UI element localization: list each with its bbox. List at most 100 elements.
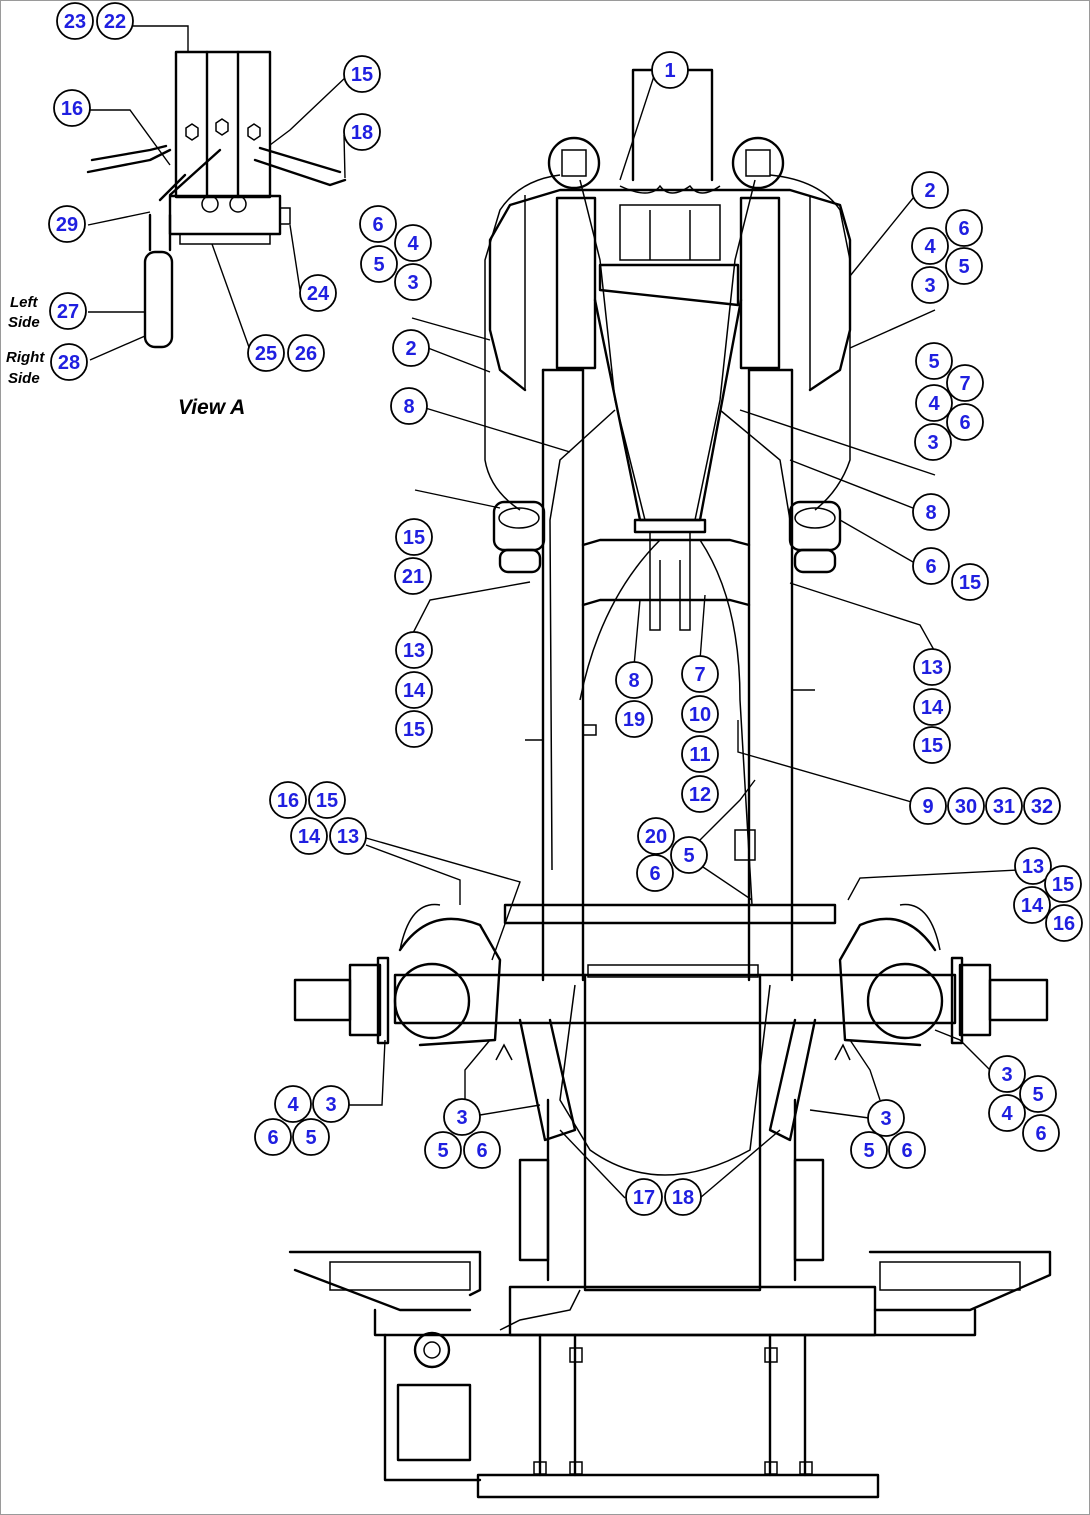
callout-4: 4 [988, 1094, 1026, 1132]
callout-circle [946, 364, 984, 402]
callout-circle [312, 1085, 350, 1123]
callout-5: 5 [850, 1131, 888, 1169]
callout-circle [915, 342, 953, 380]
callout-number: 12 [689, 784, 711, 806]
callout-3: 3 [394, 263, 432, 301]
callout-7: 7 [946, 364, 984, 402]
callout-4: 4 [911, 227, 949, 265]
callout-circle [394, 557, 432, 595]
callout-16: 16 [53, 89, 91, 127]
callout-2: 2 [392, 329, 430, 367]
view-a-inset [86, 25, 348, 361]
callout-number: 5 [305, 1127, 316, 1149]
callout-26: 26 [287, 334, 325, 372]
callout-circle [615, 661, 653, 699]
callout-circle [56, 2, 94, 40]
callout-12: 12 [681, 775, 719, 813]
callout-number: 5 [958, 256, 969, 278]
callout-circle [951, 563, 989, 601]
callout-25: 25 [247, 334, 285, 372]
callout-circle [49, 292, 87, 330]
callout-15: 15 [951, 563, 989, 601]
callout-number: 2 [924, 180, 935, 202]
callout-circle [914, 423, 952, 461]
callout-circle [274, 1085, 312, 1123]
callout-number: 10 [689, 704, 711, 726]
callout-number: 15 [351, 64, 373, 86]
callout-circle [988, 1055, 1026, 1093]
callout-4: 4 [394, 224, 432, 262]
callout-24: 24 [299, 274, 337, 312]
callout-32: 32 [1023, 787, 1061, 825]
callout-circle [50, 343, 88, 381]
callout-number: 4 [924, 236, 936, 258]
view-a-label: View A [178, 396, 245, 419]
callout-5: 5 [1019, 1075, 1057, 1113]
callout-number: 15 [403, 527, 425, 549]
callout-number: 18 [672, 1187, 694, 1209]
callout-circle [867, 1099, 905, 1137]
callout-circle [359, 205, 397, 243]
callout-number: 22 [104, 11, 126, 33]
callout-circle [292, 1118, 330, 1156]
callout-number: 13 [1022, 856, 1044, 878]
callout-7: 7 [681, 655, 719, 693]
callout-number: 5 [437, 1140, 448, 1162]
callout-number: 21 [402, 566, 424, 588]
callout-number: 30 [955, 796, 977, 818]
callout-circle [911, 266, 949, 304]
callout-6: 6 [946, 403, 984, 441]
callout-5: 5 [945, 247, 983, 285]
callout-circle [269, 781, 307, 819]
callout-number: 4 [928, 393, 940, 415]
callout-number: 1 [664, 60, 675, 82]
callout-circle [1019, 1075, 1057, 1113]
callout-circle [985, 787, 1023, 825]
callout-number: 8 [628, 670, 639, 692]
callout-circle [670, 836, 708, 874]
callout-28: 28 [50, 343, 88, 381]
callout-number: 6 [1035, 1123, 1046, 1145]
callout-15: 15 [395, 518, 433, 556]
callout-circle [911, 227, 949, 265]
callout-13: 13 [1014, 847, 1052, 885]
callout-number: 3 [407, 272, 418, 294]
callout-number: 4 [407, 233, 419, 255]
callout-circle [48, 205, 86, 243]
callout-15: 15 [913, 726, 951, 764]
callout-13: 13 [329, 817, 367, 855]
callout-number: 9 [922, 796, 933, 818]
callout-number: 14 [1021, 895, 1044, 917]
callout-1: 1 [651, 51, 689, 89]
callout-circle [636, 854, 674, 892]
callout-number: 3 [924, 275, 935, 297]
callout-8: 8 [912, 493, 950, 531]
callout-circle [390, 387, 428, 425]
callout-number: 16 [277, 790, 299, 812]
callout-number: 15 [403, 719, 425, 741]
callout-13: 13 [913, 648, 951, 686]
callout-6: 6 [912, 547, 950, 585]
callout-circle [681, 695, 719, 733]
callout-circle [1014, 847, 1052, 885]
callout-19: 19 [615, 700, 653, 738]
callout-number: 4 [287, 1094, 299, 1116]
callout-number: 13 [337, 826, 359, 848]
callout-14: 14 [913, 688, 951, 726]
callout-10: 10 [681, 695, 719, 733]
callout-number: 8 [403, 396, 414, 418]
callout-circle [681, 735, 719, 773]
callout-circle [651, 51, 689, 89]
callout-3: 3 [914, 423, 952, 461]
callout-circle [915, 384, 953, 422]
callout-circle [343, 55, 381, 93]
callout-circle [395, 631, 433, 669]
callout-11: 11 [681, 735, 719, 773]
callout-number: 2 [405, 338, 416, 360]
callout-circle [637, 817, 675, 855]
callout-circle [1013, 886, 1051, 924]
callout-circle [947, 787, 985, 825]
callout-circle [913, 726, 951, 764]
